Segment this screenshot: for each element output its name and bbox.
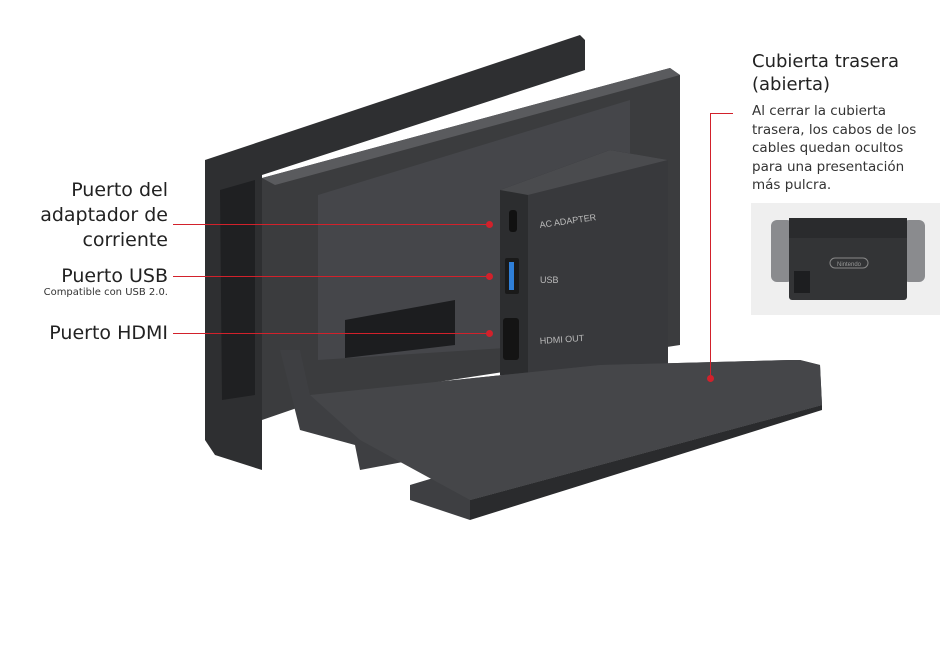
usb-port-label: Puerto USB bbox=[61, 265, 168, 287]
desc-line: para una presentación bbox=[752, 158, 905, 175]
cover-marker-dot bbox=[707, 375, 714, 382]
hdmi-marker-dot bbox=[486, 330, 493, 337]
title-line: Cubierta trasera bbox=[752, 51, 900, 72]
ac-leader-line bbox=[173, 224, 489, 225]
nintendo-logo: Nintendo bbox=[837, 262, 862, 268]
ac-adapter-port-label: Puerto del adaptador de corriente bbox=[40, 178, 168, 253]
usb-leader-line bbox=[173, 276, 489, 277]
cover-leader-horizontal bbox=[710, 113, 733, 114]
rear-cover-description: Al cerrar la cubierta trasera, los cabos… bbox=[752, 102, 940, 195]
rear-cover-title: Cubierta trasera (abierta) bbox=[752, 50, 940, 96]
desc-line: Al cerrar la cubierta bbox=[752, 103, 887, 119]
ac-marker-dot bbox=[486, 221, 493, 228]
usb-port-note: Compatible con USB 2.0. bbox=[43, 287, 168, 298]
title-line: (abierta) bbox=[752, 74, 831, 95]
desc-line: trasera, los cabos de los bbox=[752, 121, 917, 138]
usb-marker-dot bbox=[486, 273, 493, 280]
hdmi-leader-line bbox=[173, 333, 489, 334]
closed-cover-thumbnail: Nintendo bbox=[751, 203, 940, 315]
desc-line: más pulcra. bbox=[752, 177, 832, 193]
cover-leader-vertical bbox=[710, 113, 711, 378]
ac-label-line: adaptador de bbox=[40, 204, 168, 226]
dock-rear-panel bbox=[205, 35, 585, 470]
hdmi-port-label: Puerto HDMI bbox=[49, 322, 168, 344]
ac-label-line: corriente bbox=[82, 229, 168, 251]
port-label-usb: USB bbox=[540, 275, 559, 285]
ac-label-line: Puerto del bbox=[71, 179, 168, 201]
desc-line: cables quedan ocultos bbox=[752, 140, 904, 156]
port-label-hdmi: HDMI OUT bbox=[539, 333, 585, 346]
